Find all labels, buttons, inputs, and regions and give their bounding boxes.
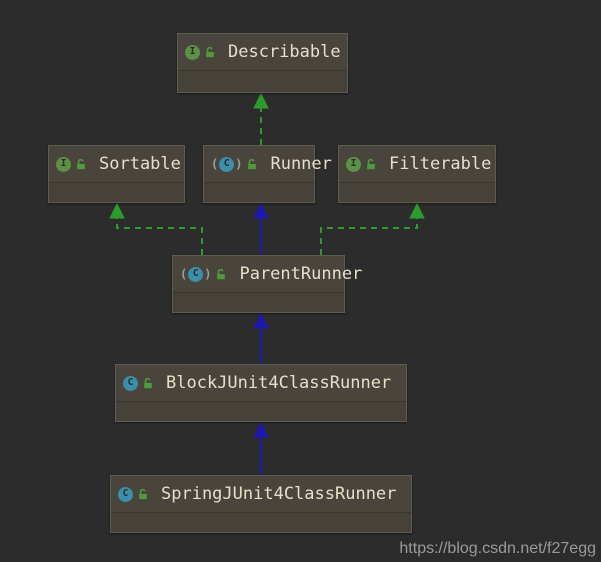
class-node-springjunit4classrunner[interactable]: C SpringJUnit4ClassRunner: [110, 475, 412, 533]
edge-block-parentrunner: [253, 312, 269, 364]
interface-icon: I: [346, 156, 361, 172]
class-node-sortable[interactable]: I Sortable: [48, 145, 185, 203]
edge-parentrunner-filterable: [320, 202, 425, 255]
interface-icon: I: [185, 44, 200, 60]
class-node-parentrunner[interactable]: C ParentRunner: [172, 255, 362, 313]
class-icon: C: [123, 375, 138, 391]
abstract-class-icon-glyph: C: [219, 156, 235, 172]
public-lock-icon: [217, 268, 226, 280]
class-node-describable[interactable]: I Describable: [177, 33, 348, 93]
node-body: [204, 182, 314, 202]
class-name: ParentRunner: [239, 264, 363, 284]
watermark-url: https://blog.csdn.net/f27egg: [399, 540, 596, 557]
node-header: I Describable: [178, 34, 347, 70]
node-header: I Filterable: [339, 146, 495, 182]
class-node-runner[interactable]: C Runner: [203, 145, 332, 203]
node-body: [111, 512, 411, 532]
class-icon-glyph: C: [123, 375, 138, 391]
public-lock-icon: [206, 46, 214, 58]
public-lock-icon: [77, 158, 85, 170]
class-name: Filterable: [389, 154, 492, 174]
public-lock-icon: [248, 158, 257, 170]
edge-parentrunner-runner: [253, 202, 269, 255]
abstract-class-icon: C: [180, 266, 211, 282]
class-name: Sortable: [99, 154, 181, 174]
public-lock-icon: [367, 158, 375, 170]
node-body: [339, 182, 495, 202]
node-body: [116, 401, 406, 421]
class-icon-glyph: C: [118, 486, 133, 502]
class-name: Runner: [270, 154, 332, 174]
node-header: C SpringJUnit4ClassRunner: [111, 476, 411, 512]
abstract-class-icon: C: [211, 156, 242, 172]
node-body: [173, 292, 344, 312]
public-lock-icon: [144, 377, 152, 389]
class-name: SpringJUnit4ClassRunner: [161, 484, 397, 504]
class-icon: C: [118, 486, 133, 502]
edge-parentrunner-sortable: [109, 202, 203, 255]
class-node-blockjunit4classrunner[interactable]: C BlockJUnit4ClassRunner: [115, 364, 407, 422]
edge-runner-describable: [253, 92, 269, 145]
edge-spring-block: [253, 421, 269, 475]
node-header: C ParentRunner: [173, 256, 362, 292]
interface-icon: I: [56, 156, 71, 172]
class-name: Describable: [228, 42, 341, 62]
node-body: [49, 182, 184, 202]
interface-icon-glyph: I: [185, 44, 200, 60]
class-node-filterable[interactable]: I Filterable: [338, 145, 496, 203]
node-body: [178, 70, 347, 92]
node-header: C Runner: [204, 146, 332, 182]
interface-icon-glyph: I: [56, 156, 71, 172]
node-header: C BlockJUnit4ClassRunner: [116, 365, 406, 401]
interface-icon-glyph: I: [346, 156, 361, 172]
abstract-class-icon-glyph: C: [188, 266, 204, 282]
node-header: I Sortable: [49, 146, 184, 182]
class-name: BlockJUnit4ClassRunner: [166, 373, 392, 393]
public-lock-icon: [139, 488, 147, 500]
